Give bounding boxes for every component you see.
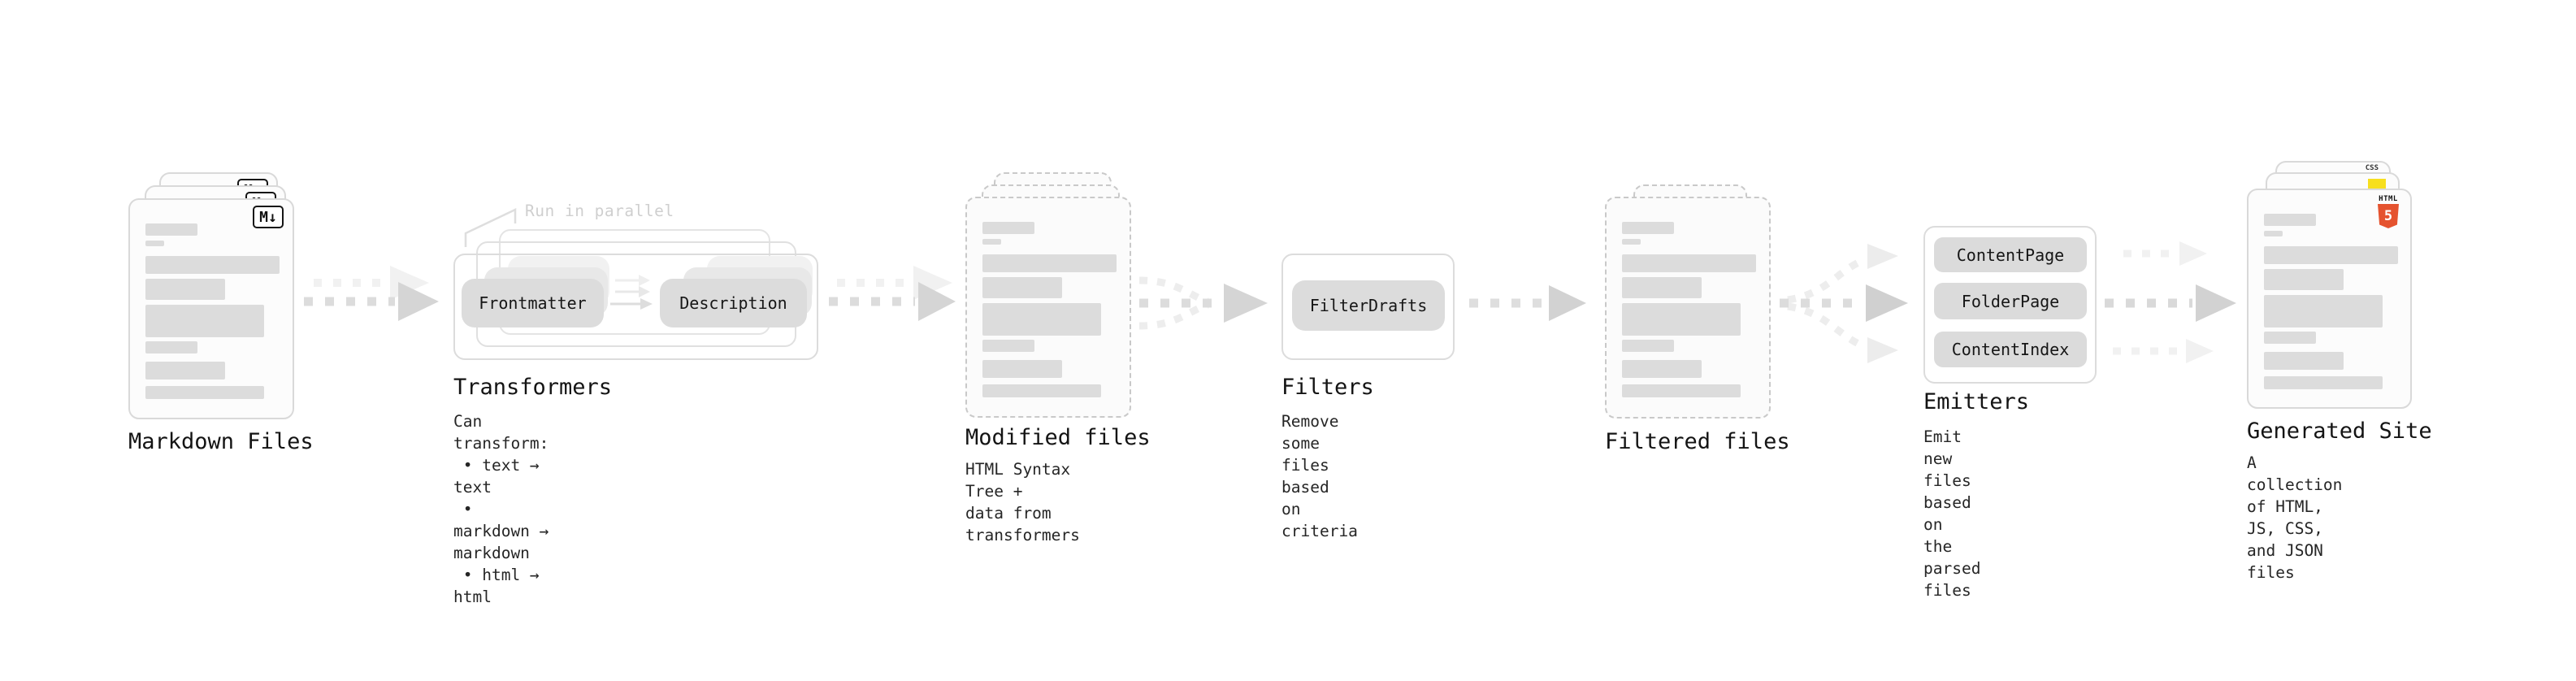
filters-description: Remove some files based on criteria	[1281, 412, 1358, 540]
text-line-placeholder	[145, 279, 225, 300]
arrow-filters-to-filtered	[1469, 285, 1586, 321]
file-content-placeholder	[982, 222, 1117, 397]
text-line-placeholder	[2264, 246, 2398, 264]
text-line-placeholder	[145, 362, 225, 380]
text-line-placeholder	[982, 303, 1101, 336]
file-content-placeholder	[1622, 222, 1756, 397]
text-line-placeholder	[2264, 376, 2383, 389]
text-line-placeholder	[2264, 214, 2316, 226]
text-line-placeholder	[1622, 277, 1702, 298]
arrow-emitters-to-generated-middle	[2105, 284, 2236, 322]
stage-label-markdown-files: Markdown Files	[128, 429, 314, 454]
text-line-placeholder	[2264, 332, 2316, 344]
stage-label-modified-files: Modified files	[965, 425, 1151, 450]
text-line-placeholder	[145, 241, 164, 246]
description-node: Description	[660, 279, 807, 327]
text-line-placeholder	[145, 223, 197, 236]
file-content-placeholder	[145, 223, 280, 399]
contentindex-node: ContentIndex	[1934, 332, 2087, 367]
frontmatter-node: Frontmatter	[462, 279, 604, 327]
run-in-parallel-annotation: Run in parallel	[525, 202, 674, 220]
stage-label-filters: Filters	[1281, 375, 1374, 400]
transformers-description: Can transform: • text → text • markdown …	[453, 412, 549, 606]
html5-icon-label: HTML	[2379, 195, 2398, 203]
arrow-transformers-to-modified	[829, 282, 956, 321]
stage-label-transformers: Transformers	[453, 375, 613, 400]
modified-files-description: HTML Syntax Tree + data from transformer…	[965, 460, 1080, 544]
filtered-file-card-front	[1605, 197, 1771, 419]
text-line-placeholder	[982, 239, 1001, 245]
emitters-description: Emit new files based on the parsed files	[1923, 427, 1981, 600]
emitter-container	[1923, 226, 2097, 384]
text-line-placeholder	[982, 277, 1062, 298]
text-line-placeholder	[1622, 360, 1702, 378]
javascript-icon	[2368, 179, 2386, 189]
markdown-file-card-front: M↓	[128, 198, 294, 419]
html-file-card-front: HTML 5	[2247, 189, 2412, 409]
parallel-transform-arrows	[610, 275, 653, 310]
text-line-placeholder	[2264, 352, 2344, 370]
text-line-placeholder	[982, 222, 1034, 234]
transformer-container-front	[453, 254, 818, 360]
stage-label-emitters: Emitters	[1923, 389, 2030, 414]
text-line-placeholder	[145, 256, 280, 274]
file-content-placeholder	[2264, 214, 2398, 389]
text-line-placeholder	[982, 254, 1117, 272]
arrow-emitters-to-generated-top	[2123, 241, 2207, 266]
filter-container	[1281, 254, 1455, 360]
text-line-placeholder	[145, 305, 264, 337]
html5-icon-shield: 5	[2378, 204, 2399, 228]
text-line-placeholder	[982, 340, 1034, 352]
filterdrafts-node: FilterDrafts	[1292, 280, 1445, 331]
text-line-placeholder	[145, 386, 264, 399]
stage-label-generated-site: Generated Site	[2247, 419, 2432, 444]
text-line-placeholder	[2264, 269, 2344, 290]
contentpage-node: ContentPage	[1934, 237, 2087, 272]
text-line-placeholder	[1622, 239, 1641, 245]
text-line-placeholder	[1622, 303, 1741, 336]
markdown-icon: M↓	[253, 206, 284, 228]
text-line-placeholder	[2264, 231, 2283, 236]
arrow-emitters-to-generated-bottom	[2113, 339, 2214, 363]
text-line-placeholder	[2264, 295, 2383, 327]
text-line-placeholder	[1622, 254, 1756, 272]
text-line-placeholder	[1622, 340, 1674, 352]
folderpage-node: FolderPage	[1934, 283, 2087, 319]
stage-label-filtered-files: Filtered files	[1605, 429, 1790, 454]
text-line-placeholder	[1622, 384, 1741, 397]
arrow-modified-to-filters	[1138, 276, 1268, 330]
text-line-placeholder	[145, 341, 197, 354]
html5-icon: HTML 5	[2377, 195, 2400, 228]
modified-file-card-front	[965, 197, 1131, 418]
arrow-markdown-to-transformers	[304, 282, 439, 321]
text-line-placeholder	[1622, 222, 1674, 234]
text-line-placeholder	[982, 384, 1101, 397]
text-line-placeholder	[982, 360, 1062, 378]
run-in-parallel-leader-line	[464, 208, 517, 247]
generated-site-description: A collection of HTML, JS, CSS, and JSON …	[2247, 453, 2343, 582]
arrow-filtered-to-emitters	[1780, 244, 1908, 363]
